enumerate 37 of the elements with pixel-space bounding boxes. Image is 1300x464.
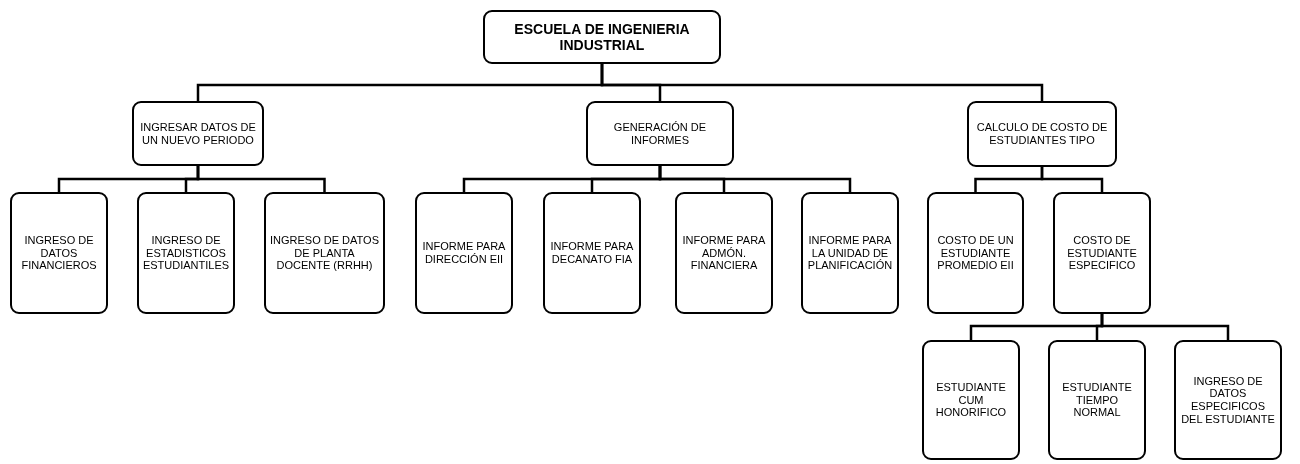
box-label: INGRESO DE ESTADISTICOS ESTUDIANTILES [142, 234, 230, 272]
process-box [132, 101, 264, 166]
box-label: GENERACIÓN DE INFORMES [612, 120, 708, 147]
box-label: ESTUDIANTE TIEMPO NORMAL [1061, 381, 1133, 419]
box-label: INGRESO DE DATOS DE PLANTA DOCENTE (RRHH) [269, 234, 380, 272]
title-box [483, 10, 721, 64]
connector-line [196, 166, 326, 192]
box-label: INFORME PARA ADMÓN. FINANCIERA [681, 234, 767, 272]
process-box [137, 192, 235, 314]
process-box [927, 192, 1024, 314]
connector-line [1100, 314, 1230, 340]
process-box [1053, 192, 1151, 314]
process-box [415, 192, 513, 314]
process-box [675, 192, 773, 314]
process-box [801, 192, 899, 314]
box-label: COSTO DE ESTUDIANTE ESPECIFICO [1066, 234, 1138, 272]
box-label: CALCULO DE COSTO DE ESTUDIANTES TIPO [975, 121, 1109, 147]
process-box [967, 101, 1117, 167]
box-label: INGRESO DE DATOS ESPECIFICOS DEL ESTUDIANTE [1180, 374, 1276, 426]
connector-line [600, 64, 1044, 101]
process-box [922, 340, 1020, 460]
connector-line [1040, 167, 1104, 192]
box-label: ESTUDIANTE CUM HONORIFICO [934, 381, 1008, 419]
box-label: INFORME PARA LA UNIDAD DE PLANIFICACIÓN [806, 234, 894, 272]
process-box [1174, 340, 1282, 460]
box-label: INGRESAR DATOS DE UN NUEVO PERIODO [139, 120, 257, 147]
process-box [10, 192, 108, 314]
box-label: INGRESO DE DATOS FINANCIEROS [20, 234, 98, 272]
process-box [586, 101, 734, 166]
connector-line [658, 166, 852, 192]
box-label: INFORME PARA DIRECCIÓN EII [421, 240, 507, 266]
box-label: COSTO DE UN ESTUDIANTE PROMEDIO EII [936, 234, 1015, 272]
process-box [1048, 340, 1146, 460]
process-box [264, 192, 385, 314]
process-box [543, 192, 641, 314]
box-label: ESCUELA DE INGENIERIA INDUSTRIAL [513, 20, 691, 54]
box-label: INFORME PARA DECANATO FIA [549, 240, 635, 266]
